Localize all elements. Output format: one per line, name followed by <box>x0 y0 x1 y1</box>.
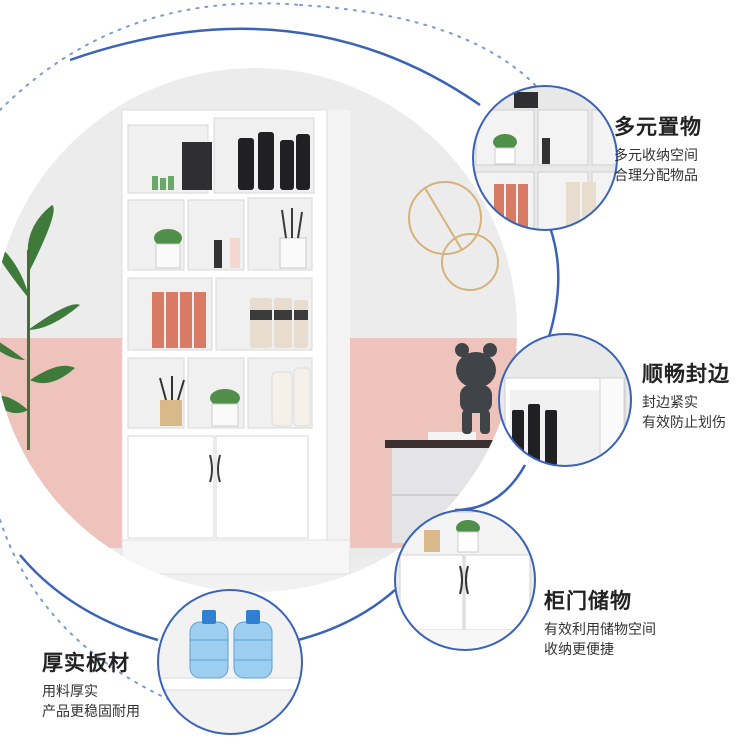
feature-cabinet-storage: 柜门储物 有效利用储物空间 收纳更便捷 <box>544 588 656 660</box>
feature-title: 顺畅封边 <box>642 362 730 386</box>
detail-circle-shelves <box>472 85 618 231</box>
feature-desc-line: 有效利用储物空间 <box>544 622 656 638</box>
detail-circle-doors <box>394 509 536 651</box>
feature-title: 柜门储物 <box>544 589 632 613</box>
feature-desc-line: 有效防止划伤 <box>642 415 726 431</box>
feature-desc-line: 多元收纳空间 <box>614 148 698 164</box>
feature-desc-line: 产品更稳固耐用 <box>42 704 140 720</box>
feature-desc-line: 封边紧实 <box>642 395 698 411</box>
feature-title: 多元置物 <box>614 115 702 139</box>
detail-circle-board <box>157 589 303 735</box>
feature-edge-banding: 顺畅封边 封边紧实 有效防止划伤 <box>642 361 730 433</box>
feature-desc-line: 用料厚实 <box>42 684 98 700</box>
feature-shelving: 多元置物 多元收纳空间 合理分配物品 <box>614 114 702 186</box>
dotted-arc-decoration <box>0 2 541 701</box>
feature-title: 厚实板材 <box>42 651 130 675</box>
feature-desc-line: 收纳更便捷 <box>544 642 614 658</box>
feature-thick-board: 厚实板材 用料厚实 产品更稳固耐用 <box>42 650 140 722</box>
feature-desc-line: 合理分配物品 <box>614 168 698 184</box>
main-ring <box>19 27 560 642</box>
